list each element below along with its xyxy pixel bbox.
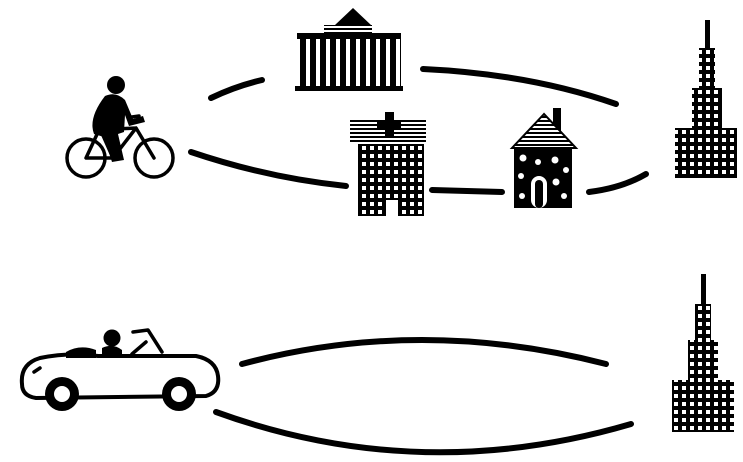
- route-segment: [191, 152, 346, 186]
- route-segment: [432, 190, 502, 192]
- route-segment: [211, 80, 262, 98]
- car-scene: [22, 274, 734, 452]
- museum-icon: [295, 8, 403, 91]
- route-segment: [242, 340, 606, 364]
- hospital-icon: [350, 112, 426, 216]
- skyscraper-icon: [672, 274, 734, 432]
- bicycle-scene: [67, 8, 737, 216]
- route-segment: [216, 412, 631, 452]
- cyclist-icon: [67, 76, 173, 177]
- route-segment: [423, 69, 616, 104]
- convertible-car-icon: [22, 330, 218, 412]
- route-segment: [589, 174, 646, 192]
- car-routes: [216, 340, 631, 452]
- skyscraper-icon: [675, 20, 737, 178]
- house-icon: [512, 108, 576, 208]
